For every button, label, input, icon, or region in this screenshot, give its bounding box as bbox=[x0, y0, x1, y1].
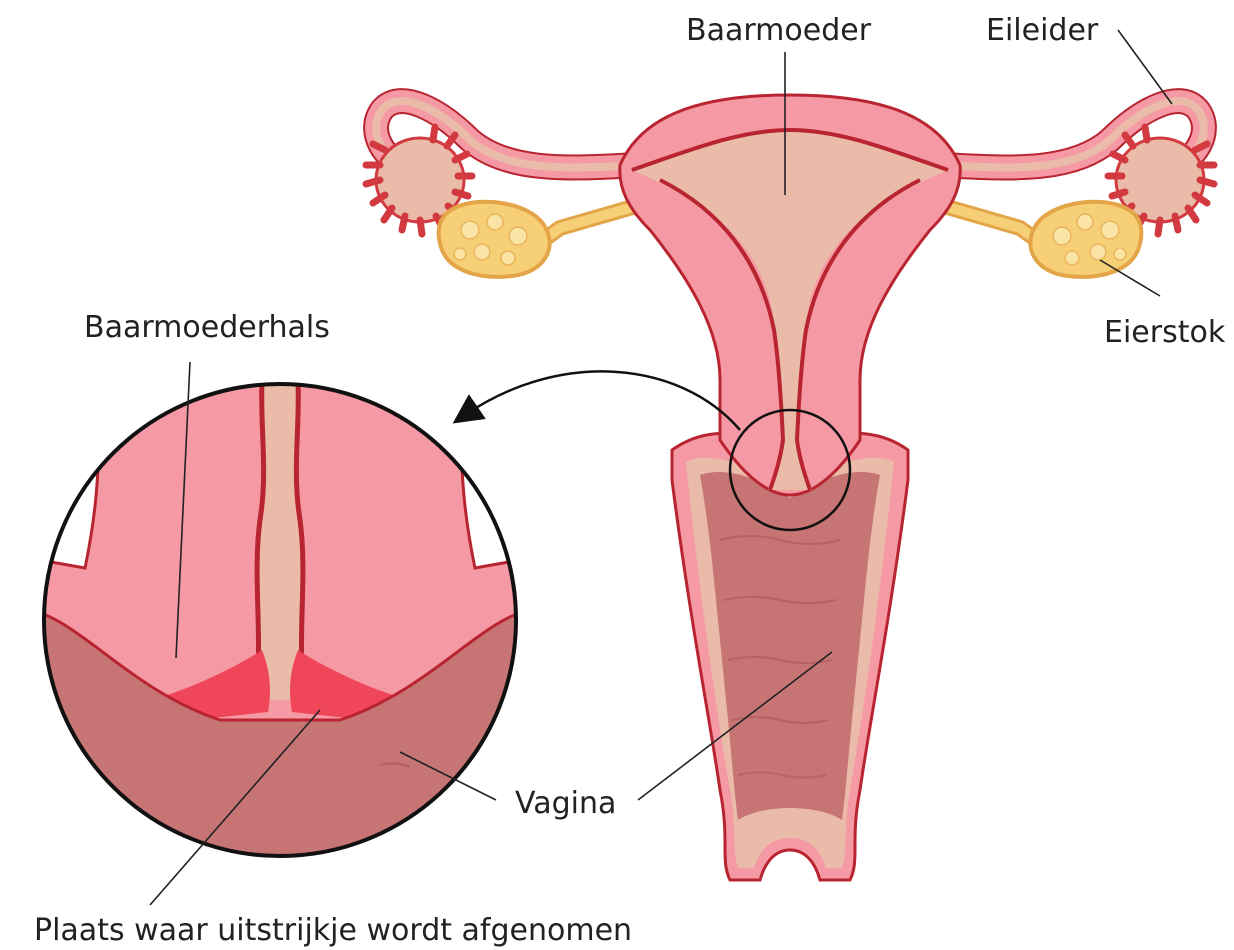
label-cervix: Baarmoederhals bbox=[84, 310, 330, 345]
cervix-zoom-inset bbox=[30, 380, 530, 870]
label-fallopian-tube: Eileider bbox=[986, 13, 1099, 48]
label-smear-site: Plaats waar uitstrijkje wordt afgenomen bbox=[34, 913, 632, 948]
label-ovary: Eierstok bbox=[1104, 315, 1226, 350]
zoom-arrow bbox=[465, 371, 740, 430]
left-ovary bbox=[439, 202, 550, 277]
main-anatomy bbox=[366, 95, 1214, 880]
label-vagina: Vagina bbox=[515, 786, 616, 821]
label-uterus: Baarmoeder bbox=[686, 13, 872, 48]
right-ovary bbox=[1030, 202, 1141, 277]
uterine-cavity bbox=[632, 130, 948, 490]
